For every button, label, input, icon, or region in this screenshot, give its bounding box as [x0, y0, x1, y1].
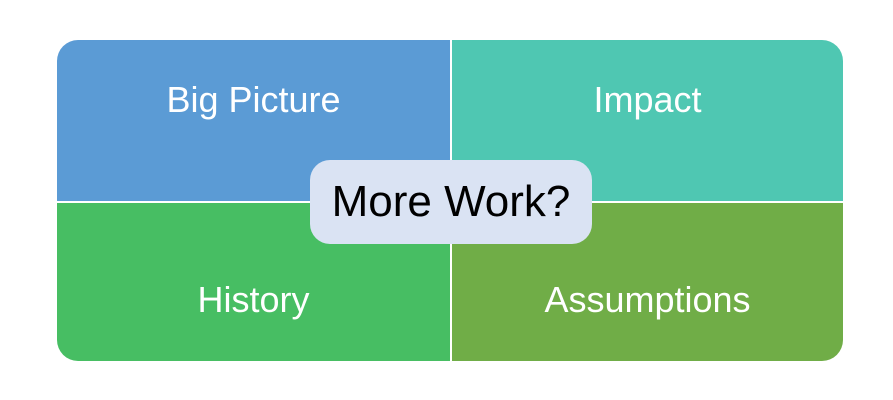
quadrant-history: History: [57, 203, 450, 361]
quadrant-matrix: Big Picture Impact History Assumptions: [57, 40, 843, 361]
center-callout-label: More Work?: [331, 177, 571, 226]
quadrant-big-picture-label: Big Picture: [166, 78, 341, 120]
quadrant-impact-label: Impact: [593, 78, 702, 120]
quadrant-assumptions-label: Assumptions: [544, 279, 751, 320]
quadrant-history-label: History: [197, 279, 310, 320]
center-callout: More Work?: [310, 160, 592, 244]
